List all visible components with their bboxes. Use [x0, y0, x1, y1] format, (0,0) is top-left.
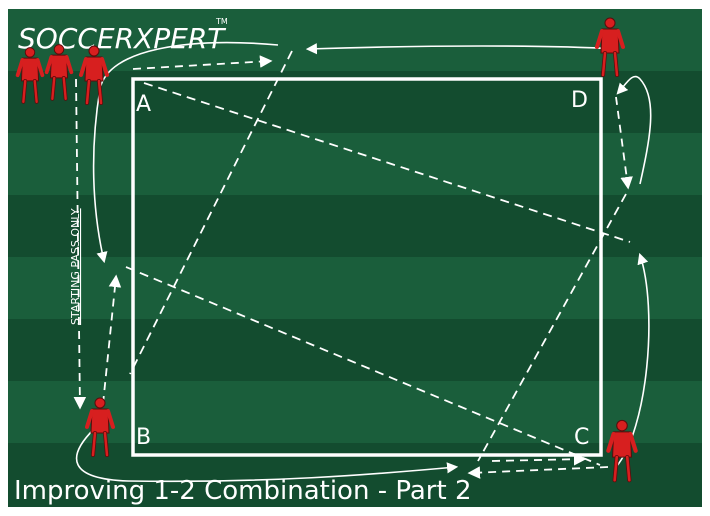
drill-diagram: SOCCERXPERT TM A B C D STARTING PASS ONL…	[8, 9, 702, 507]
pass-line-bottom-left	[125, 266, 601, 466]
logo-text: SOCCERXPERT	[18, 22, 226, 55]
pass-arrows	[73, 55, 633, 479]
corner-label-d: D	[571, 88, 588, 113]
pass-arrow-c-left	[467, 466, 609, 479]
run-arrow-d-loop	[616, 75, 652, 185]
pass-lines	[125, 50, 631, 466]
drill-diagram-svg: SOCCERXPERT TM A B C D STARTING PASS ONL…	[8, 9, 702, 507]
logo-tm: TM	[215, 17, 228, 26]
corner-label-a: A	[136, 92, 151, 117]
corner-label-c: C	[574, 425, 589, 450]
starting-pass-label: STARTING PASS ONLY	[69, 208, 82, 325]
run-arrow-d-to-a	[305, 43, 617, 55]
pass-arrow-a-top	[132, 55, 273, 70]
pass-arrow-b-up	[102, 274, 122, 405]
diagram-caption: Improving 1-2 Combination - Part 2	[14, 476, 472, 506]
corner-label-b: B	[136, 425, 151, 450]
pass-line-top-right	[143, 82, 631, 243]
pass-line-bottom-right	[477, 193, 627, 462]
grid-square	[131, 77, 603, 457]
run-arrow-b-to-c	[75, 428, 459, 483]
pass-arrow-starting	[73, 78, 87, 410]
pass-line-top-left	[129, 50, 293, 375]
pass-arrow-c-right	[491, 452, 587, 466]
pass-arrow-d-down	[615, 96, 633, 190]
